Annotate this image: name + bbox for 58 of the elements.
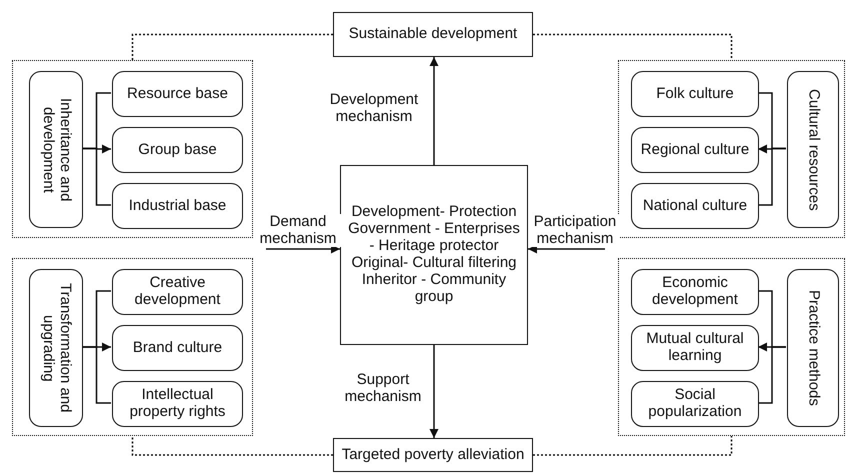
rounded-box: [112, 269, 243, 315]
rounded-box: [29, 71, 83, 228]
rounded-box: [631, 325, 759, 371]
edge-label: Participation mechanism: [530, 214, 620, 247]
node-text: Transformation and upgrading: [39, 282, 73, 415]
dotted-group-frame: [12, 60, 253, 238]
node-text: Inheritance and development: [39, 96, 73, 204]
process-box: [340, 165, 528, 345]
rounded-box: [787, 71, 839, 228]
node-text: Mutual cultural learning: [645, 331, 745, 365]
dotted-connector: [132, 34, 333, 60]
rounded-box: [787, 269, 839, 427]
node-text: Industrial base: [128, 198, 226, 214]
arrow: [430, 57, 438, 165]
node-text: Targeted poverty alleviation: [342, 446, 524, 464]
rounded-box: [112, 381, 243, 427]
node-text: Development- Protection: [351, 204, 517, 222]
node-text: Cultural resources: [804, 88, 822, 210]
rounded-box: [631, 269, 759, 315]
rounded-box: [631, 183, 759, 229]
dotted-group-frame: [618, 60, 845, 238]
process-box: [333, 12, 533, 57]
dotted-connector: [132, 436, 333, 456]
rounded-box: [631, 71, 759, 117]
connector-line: [82, 148, 111, 206]
node-text: Economic development: [651, 275, 739, 309]
connector-line: [82, 346, 111, 404]
node-text: Practice methods: [804, 290, 822, 406]
connector-line: [758, 346, 786, 404]
node-text: Intellectual property rights: [128, 387, 226, 421]
dotted-connector: [533, 436, 732, 456]
rounded-box: [631, 381, 759, 427]
arrow: [430, 345, 438, 438]
node-text: Creative development: [134, 275, 222, 309]
node-text: Regional culture: [640, 142, 750, 158]
rounded-box: [112, 183, 243, 229]
node-text: Sustainable development: [348, 26, 518, 43]
node-text: National culture: [642, 198, 748, 214]
dotted-group-frame: [618, 258, 845, 436]
node-text: Brand culture: [132, 340, 222, 356]
dotted-group-frame: [12, 258, 253, 436]
rounded-box: [29, 269, 83, 427]
connector-line: [758, 148, 786, 206]
node-text: Group base: [138, 142, 217, 158]
node-text: Resource base: [127, 86, 228, 102]
node-text: Government - Enterprises - Heritage protector: [347, 221, 521, 255]
arrow: [528, 244, 605, 254]
rounded-box: [112, 127, 243, 173]
dotted-connector: [533, 34, 732, 60]
node-text: Social popularization: [647, 387, 743, 421]
rounded-box: [112, 71, 243, 117]
node-text: Inheritor - Community group: [360, 272, 508, 306]
arrow: [266, 244, 340, 254]
node-text: Folk culture: [656, 86, 734, 102]
rounded-box: [631, 127, 759, 173]
rounded-box: [112, 325, 243, 371]
process-box: [333, 438, 533, 472]
node-text: Original- Cultural filtering: [351, 255, 517, 272]
